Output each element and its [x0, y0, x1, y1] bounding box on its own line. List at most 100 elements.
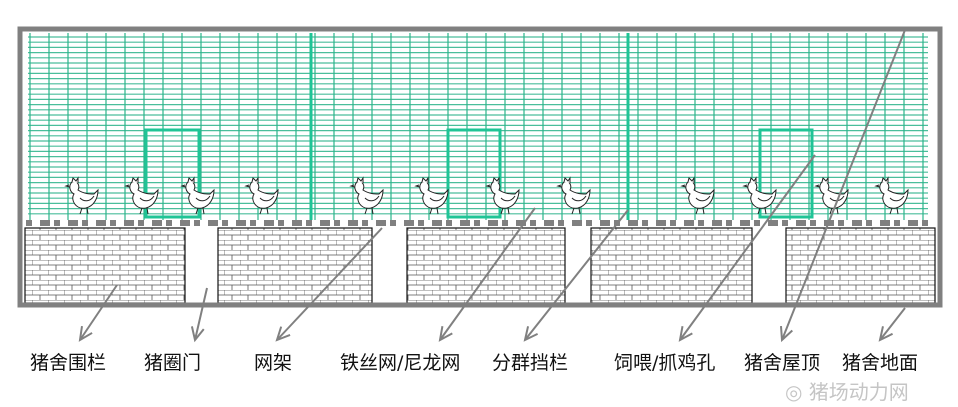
- chicken-comb: [814, 176, 829, 188]
- chicken-wing-legs: [79, 195, 95, 215]
- chicken-comb: [556, 176, 571, 188]
- net-frame-segment: [516, 220, 526, 226]
- net-frame-segment: [502, 220, 508, 226]
- chicken-comb: [64, 176, 79, 188]
- arrow-line: [879, 307, 906, 341]
- net-frame-segment: [656, 220, 666, 226]
- pen-fence-wall: [406, 227, 566, 304]
- net-frame-segment: [628, 220, 638, 226]
- chicken-body: [129, 181, 159, 209]
- net-frame-segment: [306, 220, 312, 226]
- net-frame-segment: [488, 220, 498, 226]
- net-frame-segment: [278, 220, 284, 226]
- net-frame-segment: [432, 220, 442, 226]
- net-frame-segment: [26, 220, 32, 226]
- net-frame-segment: [558, 220, 564, 226]
- label-feeding-hole: 饲喂/抓鸡孔: [614, 352, 716, 374]
- chicken-wing-legs: [889, 195, 905, 215]
- label-pen-fence: 猪舍围栏: [30, 352, 107, 374]
- net-frame-segment: [446, 220, 452, 226]
- chicken-icon: [556, 176, 591, 215]
- arrow-line: [524, 209, 629, 341]
- label-roof: 猪舍屋顶: [744, 352, 821, 374]
- chicken-body: [490, 181, 520, 209]
- chicken-comb: [244, 176, 259, 188]
- chicken-wing-legs: [571, 195, 587, 215]
- net-frame-segment: [810, 220, 816, 226]
- label-wire-net: 铁丝网/尼龙网: [340, 352, 461, 374]
- chicken-wing-legs: [259, 195, 275, 215]
- chicken-comb: [180, 176, 195, 188]
- chicken-comb: [742, 176, 757, 188]
- chicken-body: [561, 181, 591, 209]
- chicken-icon: [349, 176, 384, 215]
- arrow-line: [781, 29, 906, 341]
- chicken-icon: [814, 176, 849, 215]
- chicken-body: [685, 181, 715, 209]
- net-frame-segment: [726, 220, 732, 226]
- wechat-icon: ◎: [785, 380, 803, 404]
- feeding-hole-frame: [446, 128, 502, 219]
- chicken-icon: [485, 176, 520, 215]
- pen-fence-wall: [590, 227, 753, 304]
- chicken-icon: [414, 176, 449, 215]
- chicken-wing-legs: [195, 195, 211, 215]
- net-frame-segment: [782, 220, 788, 226]
- net-frame-segment: [754, 220, 760, 226]
- net-frame-segment: [880, 220, 890, 226]
- chicken-icon: [124, 176, 159, 215]
- chicken-comb: [874, 176, 889, 188]
- arrow-head-icon: [275, 326, 291, 342]
- net-frame-segment: [208, 220, 218, 226]
- chicken-comb: [349, 176, 364, 188]
- net-frame-segment: [180, 220, 190, 226]
- net-frame-segment: [572, 220, 582, 226]
- chicken-body: [69, 181, 99, 209]
- net-frame-segment: [418, 220, 424, 226]
- net-frame-segment: [292, 220, 302, 226]
- net-frame-segment: [684, 220, 694, 226]
- net-frame-segment: [152, 220, 162, 226]
- net-frame-segment: [124, 220, 134, 226]
- net-frame-segment: [460, 220, 470, 226]
- pen-fence-wall: [785, 227, 936, 304]
- net-frame-segment: [670, 220, 676, 226]
- net-frame-segment: [68, 220, 78, 226]
- arrow-head-icon: [190, 326, 205, 343]
- arrow-head-icon: [78, 325, 93, 342]
- net-frame-segment: [348, 220, 358, 226]
- chicken-body: [354, 181, 384, 209]
- net-frame-segment: [908, 220, 918, 226]
- arrow-line: [679, 154, 816, 341]
- chicken-icon: [64, 176, 99, 215]
- net-frame-segment: [586, 220, 592, 226]
- watermark: ◎ 猪场动力网: [785, 380, 909, 404]
- pig-house-frame: [17, 26, 943, 308]
- chicken-wing-legs: [695, 195, 711, 215]
- net-frame-segment: [894, 220, 900, 226]
- net-frame-segment: [404, 220, 414, 226]
- arrow-line: [276, 227, 383, 341]
- chicken-body: [819, 181, 849, 209]
- arrow-head-icon: [878, 326, 894, 342]
- label-arrows: [78, 29, 906, 343]
- label-net-frame: 网架: [254, 352, 293, 374]
- net-frame-segment: [194, 220, 200, 226]
- net-frame-segment: [866, 220, 872, 226]
- arrow-head-icon: [678, 326, 693, 342]
- chicken-wing-legs: [429, 195, 445, 215]
- net-frame-segment: [82, 220, 88, 226]
- net-frame-segment: [166, 220, 172, 226]
- net-frame-segment: [236, 220, 246, 226]
- net-frame-segment: [642, 220, 648, 226]
- chicken-icon: [742, 176, 777, 215]
- chicken-body: [419, 181, 449, 209]
- chicken-icon: [874, 176, 909, 215]
- net-frame-segment: [334, 220, 340, 226]
- feeding-hole-frame: [144, 128, 201, 219]
- chicken-comb: [414, 176, 429, 188]
- chicken-body: [185, 181, 215, 209]
- net-frame-segment: [320, 220, 330, 226]
- net-frame-segment: [852, 220, 862, 226]
- net-frame-segment: [222, 220, 228, 226]
